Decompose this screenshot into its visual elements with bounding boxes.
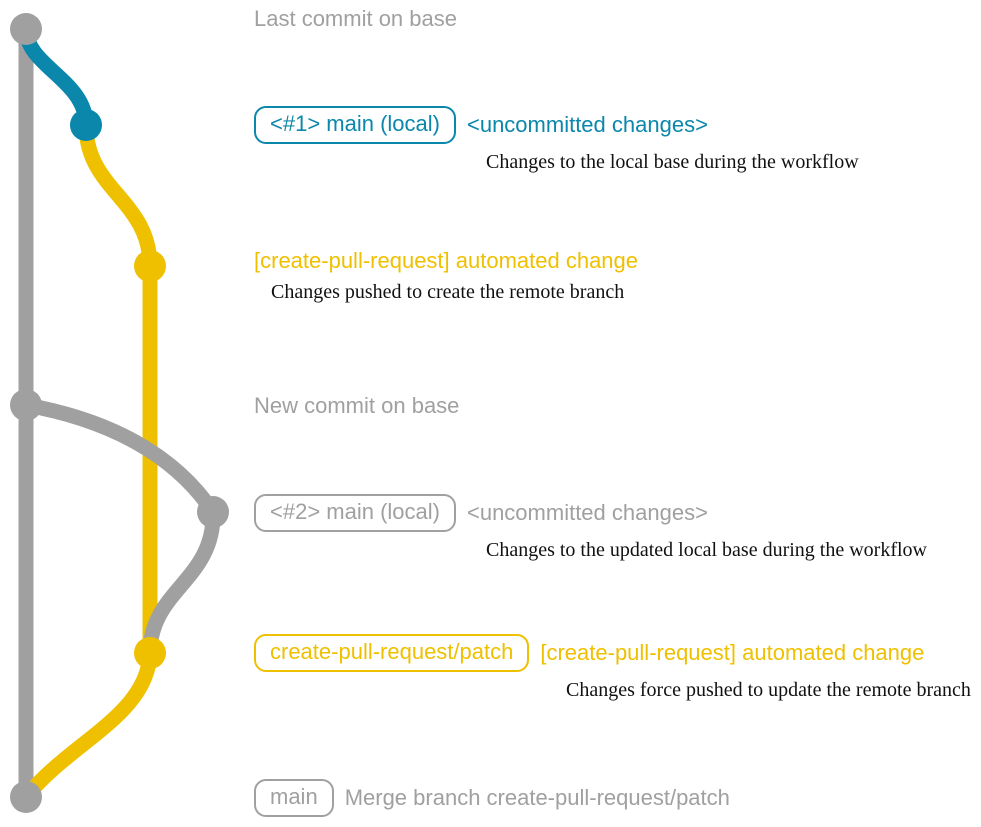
branch-badge-main[interactable]: main <box>254 779 334 817</box>
node-remote-2[interactable] <box>134 637 166 669</box>
row-local-main-2: <#2> main (local) <uncommitted changes> … <box>254 494 927 562</box>
node-base-new[interactable] <box>10 389 42 421</box>
row-create-pull-request-commit-1: [create-pull-request] automated change C… <box>254 248 638 304</box>
edge-local2-to-remote2 <box>142 504 221 661</box>
edge-basenew-to-local2 <box>18 397 221 520</box>
commit-message: [create-pull-request] automated change <box>254 248 639 273</box>
row-head: create-pull-request/patch [create-pull-r… <box>254 634 924 672</box>
row-local-main-1: <#1> main (local) <uncommitted changes> … <box>254 106 859 174</box>
node-merge[interactable] <box>10 781 42 813</box>
commit-description: Changes to the local base during the wor… <box>486 151 859 173</box>
node-base-top[interactable] <box>10 13 42 45</box>
commit-description: Changes to the updated local base during… <box>486 539 927 561</box>
commit-description: Changes force pushed to update the remot… <box>566 679 971 701</box>
branch-badge-local-main-2[interactable]: <#2> main (local) <box>254 494 456 532</box>
row-last-commit-on-base: Last commit on base <box>254 6 457 32</box>
row-merge-commit: main Merge branch create-pull-request/pa… <box>254 779 730 817</box>
edge-local1-to-remote1 <box>78 117 158 274</box>
row-head: [create-pull-request] automated change <box>254 248 638 274</box>
node-local-1[interactable] <box>70 109 102 141</box>
row-head: main Merge branch create-pull-request/pa… <box>254 779 730 817</box>
commit-message: [create-pull-request] automated change <box>540 640 925 665</box>
row-head: <#2> main (local) <uncommitted changes> <box>254 494 708 532</box>
row-head: Last commit on base <box>254 6 457 32</box>
commit-message: <uncommitted changes> <box>466 500 708 525</box>
commit-message: Merge branch create-pull-request/patch <box>344 785 730 810</box>
commit-description: Changes pushed to create the remote bran… <box>271 281 625 303</box>
node-remote-1[interactable] <box>134 250 166 282</box>
row-head: <#1> main (local) <uncommitted changes> <box>254 106 708 144</box>
row-new-commit-on-base: New commit on base <box>254 393 459 419</box>
row-create-pull-request-commit-2: create-pull-request/patch [create-pull-r… <box>254 634 971 702</box>
commit-label: Last commit on base <box>254 6 457 31</box>
edge-base-to-local1 <box>18 21 94 133</box>
row-head: New commit on base <box>254 393 459 419</box>
commit-message: <uncommitted changes> <box>466 112 708 137</box>
branch-badge-local-main-1[interactable]: <#1> main (local) <box>254 106 456 144</box>
commit-label: New commit on base <box>254 393 460 418</box>
node-local-2[interactable] <box>197 496 229 528</box>
edge-remote2-to-merge <box>18 645 158 805</box>
branch-badge-create-pull-request-patch[interactable]: create-pull-request/patch <box>254 634 530 672</box>
